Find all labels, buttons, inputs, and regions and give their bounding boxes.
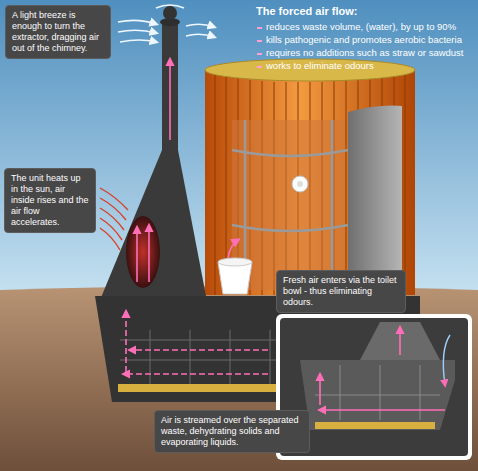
base-airflow xyxy=(124,373,268,375)
wood-slats xyxy=(215,73,405,295)
inset-cone xyxy=(360,322,440,360)
callout-text: The unit heats up in the sun, air inside… xyxy=(11,173,89,228)
list-row: kills pathogenic and promotes aerobic ba… xyxy=(256,34,472,46)
feature-list: The forced air flow: reduces waste volume… xyxy=(256,4,472,73)
vent-hub xyxy=(297,181,303,187)
sun-rays xyxy=(100,228,120,250)
door xyxy=(348,106,402,296)
sun-rays xyxy=(100,188,128,250)
inner-frame xyxy=(232,225,348,231)
inset-fresh-air xyxy=(443,335,450,385)
bowl xyxy=(218,262,252,294)
chimney-airflow xyxy=(136,228,138,282)
bowl-rim xyxy=(218,258,252,266)
inset-airflow xyxy=(399,328,401,355)
extractor-cap xyxy=(163,6,177,20)
inset-waste xyxy=(315,422,435,429)
chimney-airflow xyxy=(137,60,170,282)
callout-text: Fresh air enters via the toilet bowl - t… xyxy=(283,275,399,308)
list-row: reduces waste volume, (water), by up to … xyxy=(256,21,472,33)
chimney-airflow xyxy=(148,226,150,282)
list-item: works to eliminate odours xyxy=(266,60,374,71)
inset-airflow xyxy=(320,328,445,410)
base-grid xyxy=(150,330,151,392)
cabin xyxy=(205,59,415,296)
inset-grid xyxy=(380,365,381,420)
waste-layer xyxy=(118,384,278,392)
callout-box: Fresh air enters via the toilet bowl - t… xyxy=(276,270,406,313)
inset-fresh-air xyxy=(443,335,450,385)
wind-lines xyxy=(118,20,156,24)
inset-airflow xyxy=(320,409,445,411)
list-item: kills pathogenic and promotes aerobic ba… xyxy=(266,34,462,45)
callout-text: A light breeze is enough to turn the ext… xyxy=(12,10,104,54)
wind-lines xyxy=(186,34,214,37)
inner-frame xyxy=(232,150,348,156)
bullet-dash xyxy=(257,66,262,68)
wind-lines xyxy=(186,24,214,27)
list-row: requires no additions such as straw or s… xyxy=(256,47,472,59)
chimney-cone xyxy=(100,150,206,300)
bullet-dash xyxy=(257,40,262,42)
base-grid xyxy=(190,330,191,392)
base-airflow xyxy=(130,349,268,351)
list-item: requires no additions such as straw or s… xyxy=(266,47,464,58)
toilet-bowl xyxy=(218,240,252,294)
inset-grid xyxy=(340,365,341,420)
list-item: reduces waste volume, (water), by up to … xyxy=(266,21,456,32)
inset-housing xyxy=(300,360,455,430)
callout-box: A light breeze is enough to turn the ext… xyxy=(5,5,111,59)
wood-slats xyxy=(405,73,406,295)
inset-grid xyxy=(420,365,421,420)
base-grid xyxy=(230,330,231,392)
list-heading: The forced air flow: xyxy=(256,5,357,17)
chimney-airflow xyxy=(169,60,171,140)
callout-text: Air is streamed over the separated waste… xyxy=(161,415,303,448)
wind-lines xyxy=(118,30,156,33)
wind-lines xyxy=(120,40,156,42)
roof xyxy=(205,59,415,81)
sun-window xyxy=(126,216,160,288)
inset-airflow xyxy=(319,375,321,405)
list-row: The forced air flow: xyxy=(256,4,472,18)
base-grid xyxy=(270,330,271,392)
chimney xyxy=(100,6,206,300)
bowl-airflow xyxy=(228,240,238,258)
chimney-pipe xyxy=(162,24,178,154)
ground xyxy=(0,286,478,471)
callout-box: Air is streamed over the separated waste… xyxy=(154,410,310,453)
inset-grid xyxy=(315,395,440,396)
base-airflow xyxy=(124,312,268,374)
base-airflow xyxy=(125,312,127,372)
inset-grid xyxy=(315,365,440,420)
callout-box: The unit heats up in the sun, air inside… xyxy=(4,168,96,233)
vent-fan xyxy=(292,176,308,192)
inner-frame xyxy=(331,120,334,290)
cabin-wall xyxy=(205,70,415,295)
bullet-dash xyxy=(257,53,262,55)
list-row: works to eliminate odours xyxy=(256,60,472,72)
bullet-dash xyxy=(257,27,262,29)
wood-slats xyxy=(215,74,216,295)
wood-slats xyxy=(346,80,347,295)
